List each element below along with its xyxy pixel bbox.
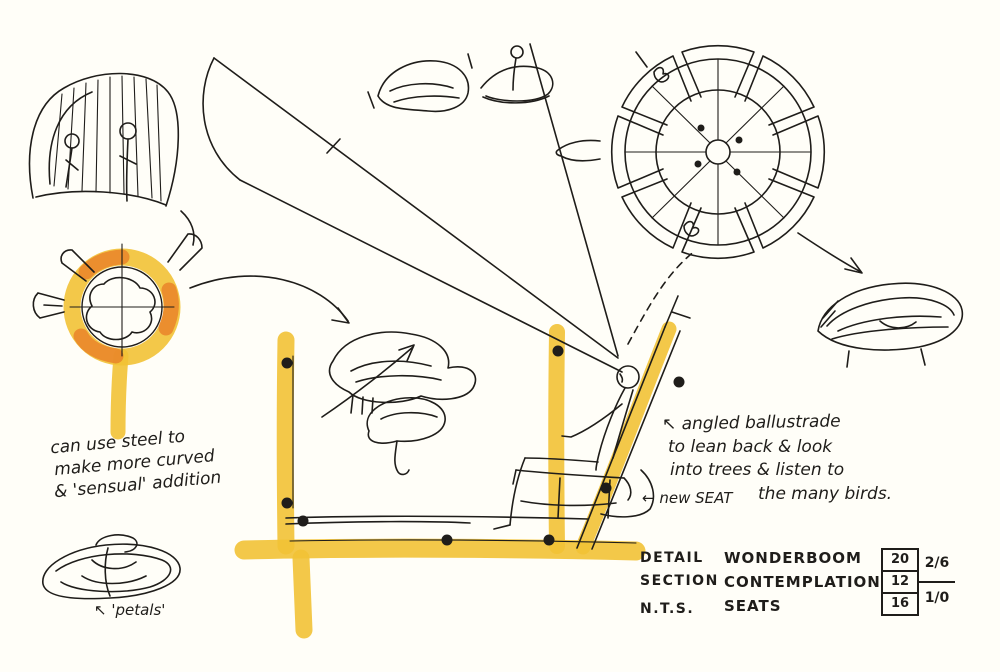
view-cone <box>202 43 697 373</box>
title-project-line1: WONDERBOOM <box>724 549 862 567</box>
note-balustrade-line4: the many birds. <box>758 484 893 504</box>
note-balustrade-line2: to lean back & look <box>668 437 833 457</box>
note-petals: ↖ 'petals' <box>94 601 166 619</box>
title-scale: N.T.S. <box>640 601 695 617</box>
title-drawing-line2: SECTION <box>640 573 719 589</box>
section-drawing <box>281 295 691 550</box>
top-seat-doodles <box>367 45 554 113</box>
petals-sketch <box>42 534 181 600</box>
note-balustrade-line1: ↖ angled ballustrade <box>661 411 841 435</box>
orange-marker-accents <box>73 249 179 364</box>
canopy-sketch <box>28 72 195 246</box>
title-project-line3: SEATS <box>724 597 782 615</box>
sheet-column: 2/6 1/0 <box>919 548 955 616</box>
title-project-line2: CONTEMPLATION <box>724 573 881 591</box>
note-new-seat: ← new SEAT <box>642 489 733 507</box>
circular-plan-sketch <box>555 44 863 274</box>
right-seat-sketch <box>817 282 964 368</box>
date-month: 12 <box>883 572 917 594</box>
title-block-date-box: 20 12 16 2/6 1/0 <box>881 548 955 616</box>
sheet-top: 2/6 <box>919 548 955 583</box>
seated-figure <box>493 365 640 530</box>
date-column: 20 12 16 <box>881 548 919 616</box>
sheet-bottom: 1/0 <box>924 590 950 606</box>
date-day: 20 <box>883 550 917 572</box>
note-balustrade-line3: into trees & listen to <box>670 460 845 480</box>
date-year: 16 <box>890 596 910 611</box>
center-seat-scribbles <box>321 331 477 476</box>
new-seat-linework <box>512 469 655 519</box>
title-drawing-line1: DETAIL <box>640 550 704 566</box>
tree-plan-sketch <box>32 233 350 357</box>
